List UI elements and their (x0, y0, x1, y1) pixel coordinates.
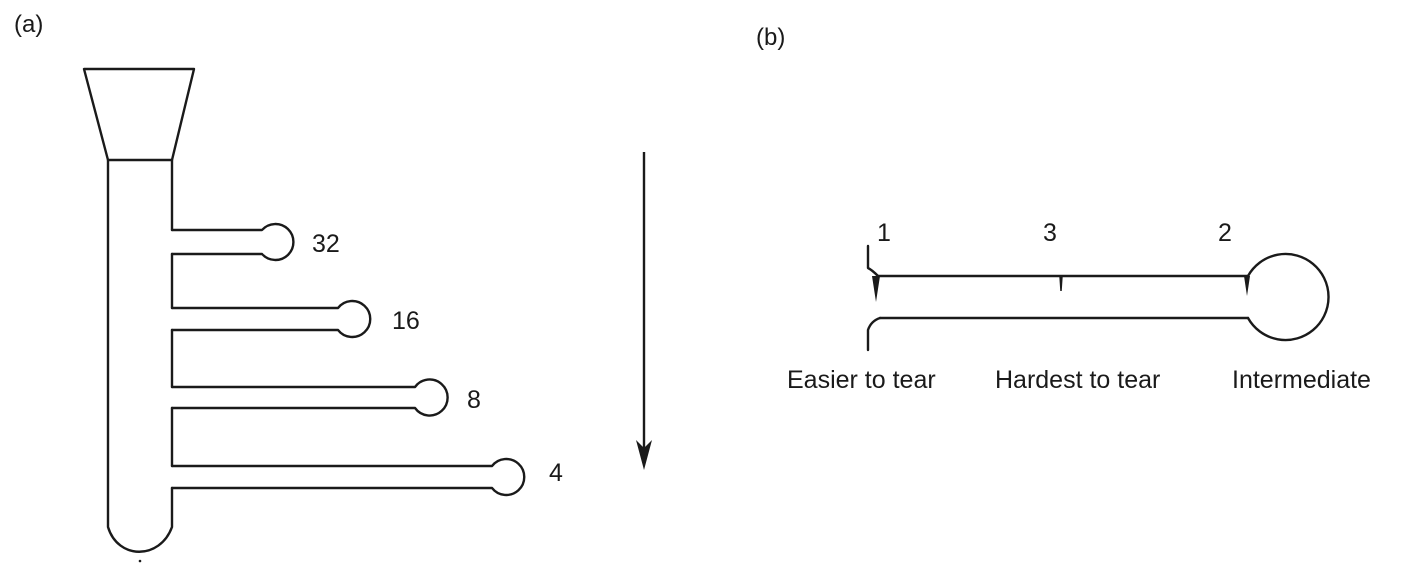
notch-number-1: 1 (877, 219, 891, 247)
notch-1 (872, 276, 880, 302)
branch-label-8: 8 (467, 386, 481, 414)
branch-channel (170, 299, 372, 339)
main-tube (106, 158, 174, 553)
branch-32 (170, 222, 295, 262)
arrow-head (636, 440, 652, 470)
caption-intermediate: Intermediate (1232, 366, 1371, 394)
notch-number-2: 2 (1218, 219, 1232, 247)
caption-hardest-to-tear: Hardest to tear (995, 366, 1160, 394)
branch-label-4: 4 (549, 459, 563, 487)
branch-8 (170, 378, 449, 417)
notched-tube-diagram (866, 244, 1330, 352)
branch-4 (170, 457, 526, 497)
tube-tip-mark (138, 559, 142, 563)
branch-channel (170, 222, 295, 262)
tube-open-end-bottom (866, 316, 882, 352)
branch-label-16: 16 (392, 307, 420, 335)
panel-a-label: (a) (14, 11, 43, 38)
notch-2 (1244, 276, 1250, 296)
tube-open-end-top (866, 244, 880, 278)
tube-bulb (1246, 252, 1330, 342)
branch-channel (170, 378, 449, 417)
branch-channel (170, 457, 526, 497)
notch-3 (1059, 275, 1063, 292)
downward-arrow (636, 152, 652, 470)
notch-number-3: 3 (1043, 219, 1057, 247)
branched-tube-diagram (82, 67, 526, 563)
branch-label-32: 32 (312, 230, 340, 258)
caption-easier-to-tear: Easier to tear (787, 366, 936, 394)
funnel (82, 67, 196, 162)
panel-b-label: (b) (756, 24, 785, 51)
branch-16 (170, 299, 372, 339)
